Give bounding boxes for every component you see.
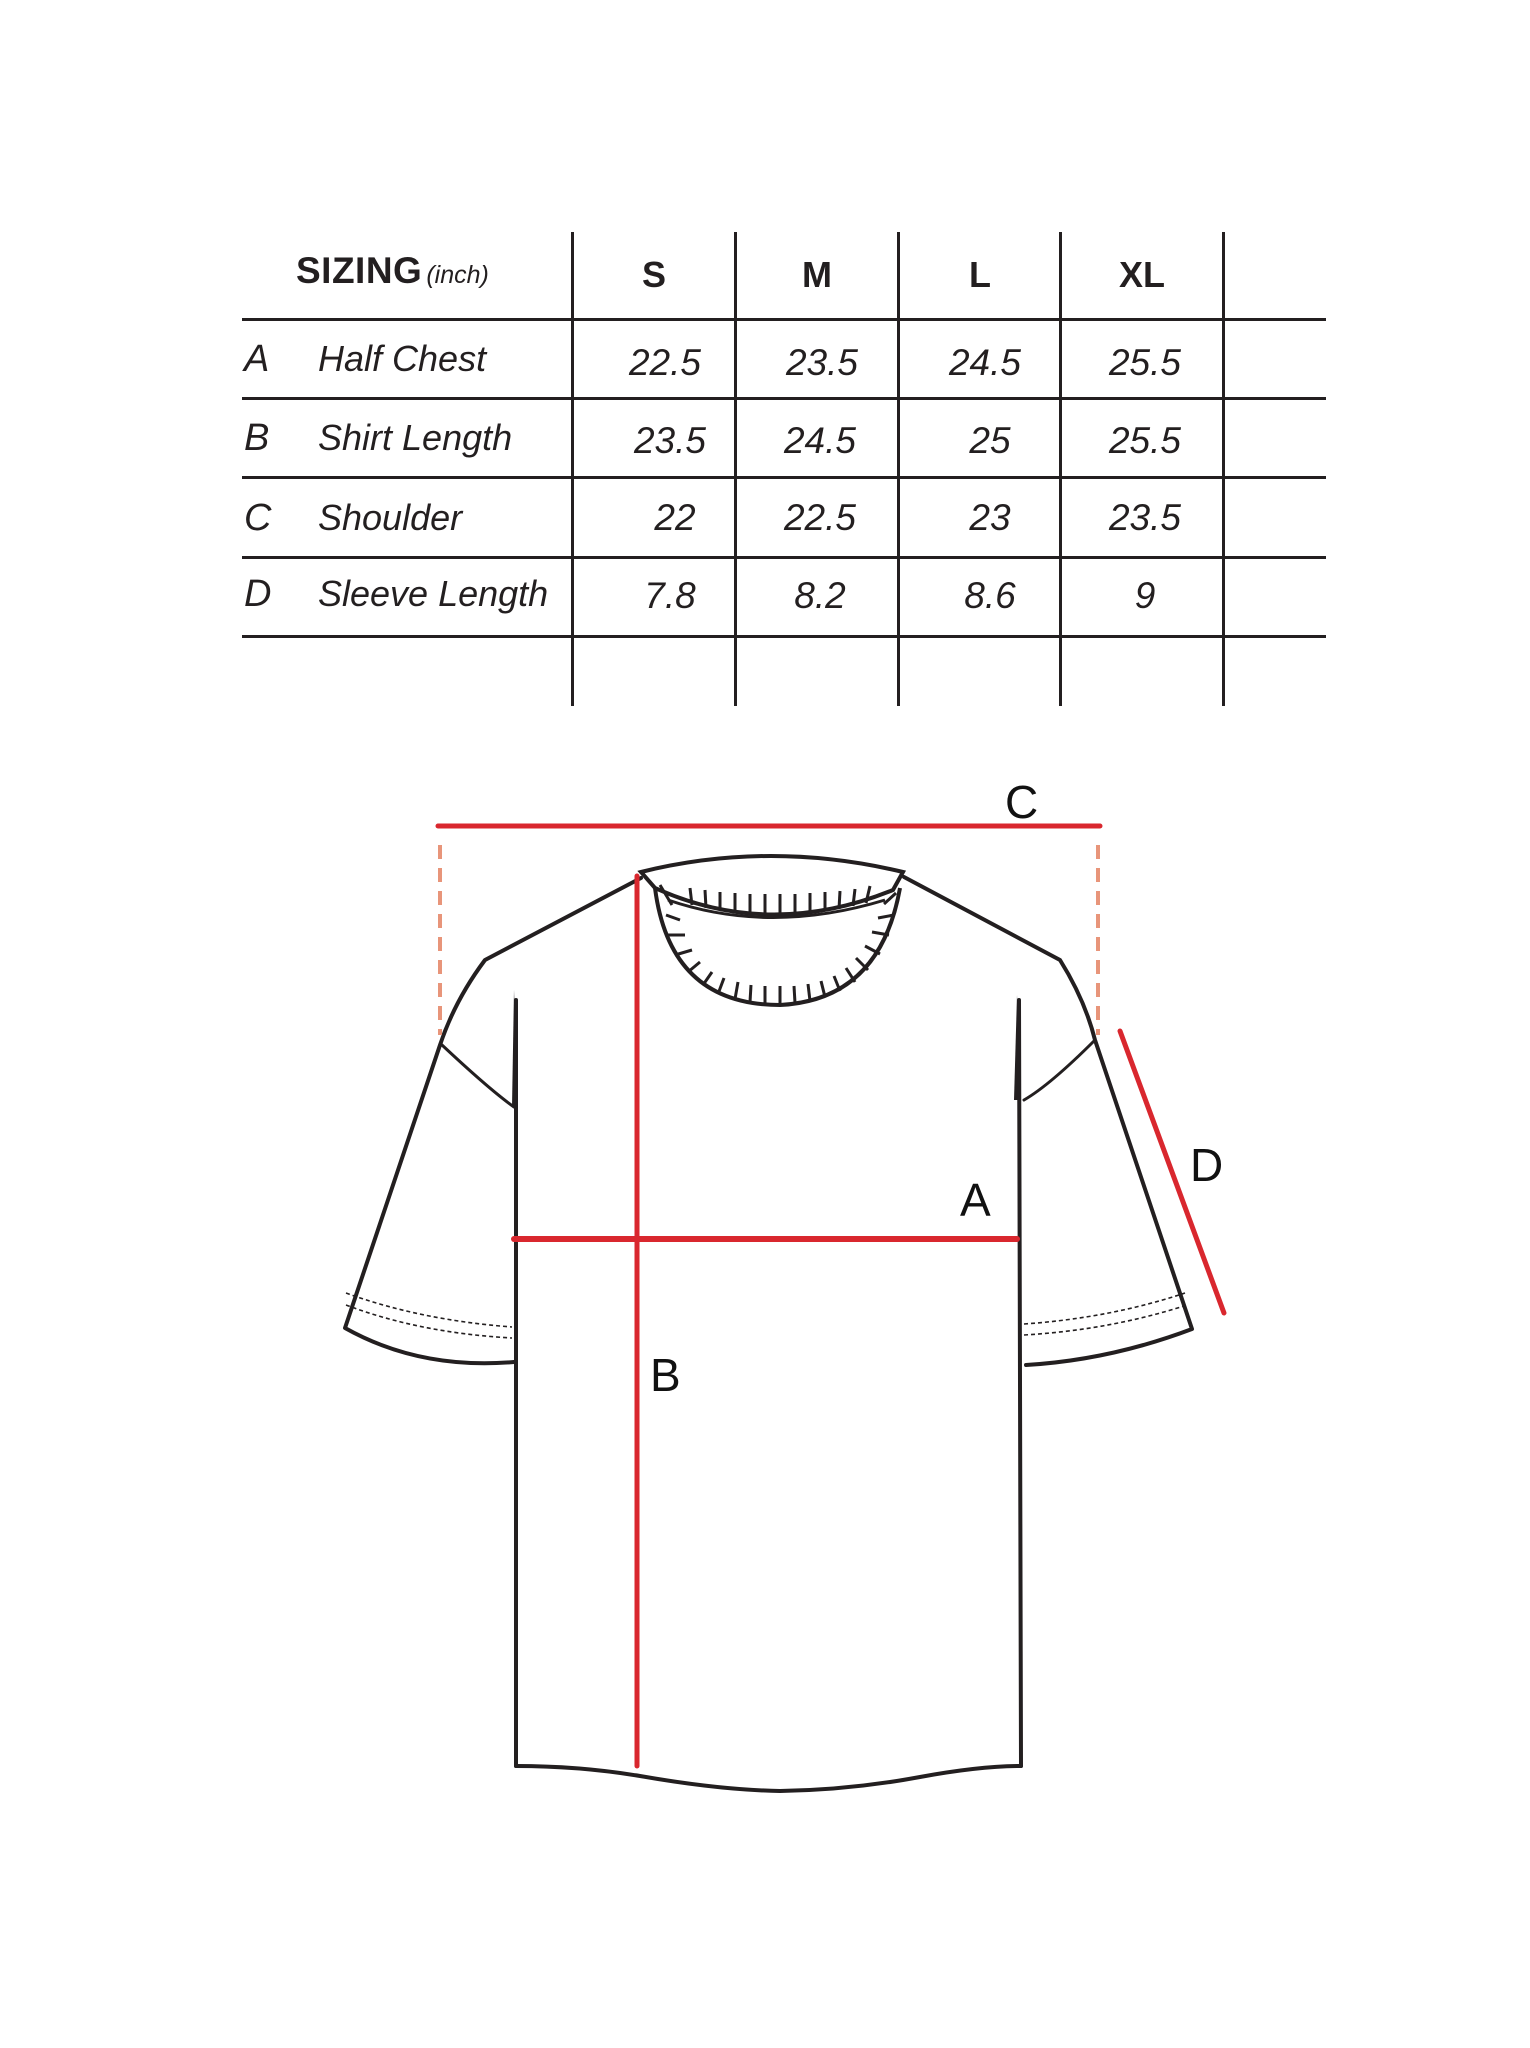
table-rule <box>242 556 1326 559</box>
measure-label-c: C <box>1005 776 1039 828</box>
table-col-divider <box>1059 232 1062 706</box>
row-label-sleeve-length: Sleeve Length <box>318 573 549 614</box>
fold-line-icon <box>512 990 518 1107</box>
table-cell: 8.6 <box>964 574 1016 616</box>
size-header-s: S <box>641 254 666 295</box>
table-cell: 25 <box>969 419 1011 461</box>
table-col-divider <box>571 232 574 706</box>
table-cell: 23.5 <box>785 341 858 383</box>
table-rule <box>242 397 1326 400</box>
sizing-heading: SIZING <box>296 250 423 291</box>
table-cell: 23 <box>969 496 1011 538</box>
row-label-shirt-length: Shirt Length <box>318 417 513 458</box>
size-header-m: M <box>802 254 832 295</box>
row-letter: B <box>244 417 270 459</box>
size-header-l: L <box>969 254 991 295</box>
measurement-lines <box>435 823 1227 1769</box>
row-label-shoulder: Shoulder <box>318 497 463 538</box>
size-header-xl: XL <box>1118 254 1165 295</box>
size-chart-table: SIZING (inch) S M L XL A Half Chest 22.5… <box>0 0 1530 720</box>
table-cell: 9 <box>1134 574 1156 616</box>
row-letter: C <box>244 497 272 539</box>
table-rule <box>242 318 1326 321</box>
table-rule <box>242 635 1326 638</box>
row-label-half-chest: Half Chest <box>318 338 487 379</box>
table-rule <box>242 476 1326 479</box>
table-title: SIZING (inch) <box>296 250 489 310</box>
fold-line-icon <box>1014 995 1021 1100</box>
table-cell: 24.5 <box>948 341 1021 383</box>
tshirt-outline-icon <box>343 875 1194 1793</box>
table-cell: 24.5 <box>783 419 856 461</box>
table-cell: 23.5 <box>1108 496 1181 538</box>
table-col-divider <box>734 232 737 706</box>
table-col-divider <box>1222 232 1225 706</box>
table-cell: 22 <box>654 496 696 538</box>
table-cell: 23.5 <box>633 419 706 461</box>
measure-line-d <box>1117 1028 1227 1316</box>
row-letter: D <box>244 573 272 615</box>
table-col-divider <box>897 232 900 706</box>
table-cell: 22.5 <box>628 341 701 383</box>
guide-dashed-line <box>438 845 1100 1035</box>
table-cell: 25.5 <box>1108 419 1181 461</box>
stitch-line-icon <box>345 1292 1188 1339</box>
measure-label-a: A <box>960 1174 991 1226</box>
table-cell: 8.2 <box>794 574 846 616</box>
row-letter: A <box>244 338 270 380</box>
measure-label-d: D <box>1190 1139 1224 1191</box>
measure-label-b: B <box>650 1349 681 1401</box>
collar-rib-icon <box>637 854 907 1008</box>
unit-label: (inch) <box>426 261 489 289</box>
table-cell: 7.8 <box>644 574 696 616</box>
table-cell: 22.5 <box>783 496 856 538</box>
table-cell: 25.5 <box>1108 341 1181 383</box>
